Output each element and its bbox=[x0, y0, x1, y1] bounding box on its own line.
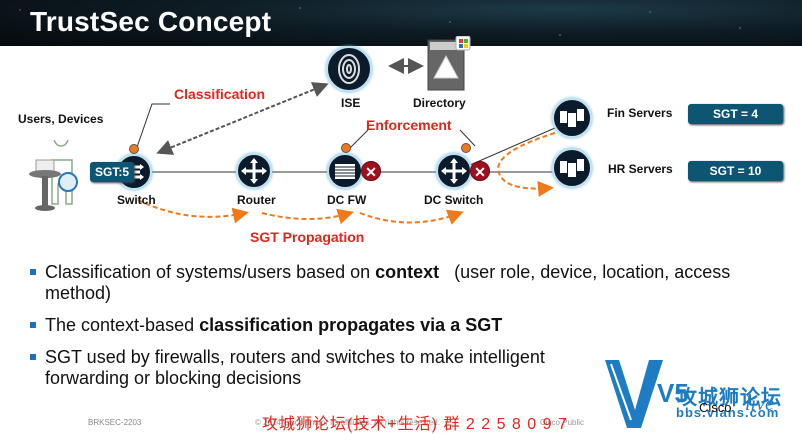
bullet-item: The context-based classification propaga… bbox=[30, 315, 770, 336]
enforcement-label: Enforcement bbox=[366, 117, 452, 133]
server-rack-icon bbox=[560, 159, 584, 177]
dc-fw-label: DC FW bbox=[327, 193, 367, 207]
switch-sgt-badge: SGT:5 bbox=[90, 162, 134, 182]
classification-point bbox=[129, 144, 139, 154]
hr-sgt-badge: SGT = 10 bbox=[688, 161, 783, 181]
bullet-emphasis: classification propagates via a SGT bbox=[199, 315, 503, 335]
slide-title: TrustSec Concept bbox=[30, 6, 272, 37]
copyright: © 2014 Cisco and/or its affiliates. All … bbox=[255, 418, 440, 427]
sgt-propagation-label: SGT Propagation bbox=[250, 229, 365, 245]
bullet-item: Classification of systems/users based on… bbox=[30, 262, 770, 304]
directory-server-icon[interactable] bbox=[426, 36, 472, 92]
users-devices-label: Users, Devices bbox=[18, 112, 104, 126]
classification-label: Classification bbox=[174, 86, 266, 102]
fin-servers-node[interactable] bbox=[552, 98, 592, 138]
logo-live-text: live bbox=[745, 393, 774, 415]
fin-servers-label: Fin Servers bbox=[607, 106, 673, 120]
user-laptop-icon bbox=[29, 140, 78, 211]
bullet-text: Classification of systems/users based on bbox=[45, 262, 376, 282]
svg-text:V5: V5 bbox=[657, 378, 689, 408]
enforcement-point-fw bbox=[341, 143, 351, 153]
switch-node[interactable] bbox=[116, 154, 152, 190]
dc-switch-label: DC Switch bbox=[424, 193, 484, 207]
classification-footer: Cisco Public bbox=[540, 418, 585, 427]
hr-servers-node[interactable] bbox=[552, 148, 592, 188]
ise-label: ISE bbox=[341, 96, 361, 110]
v5-logo-icon: V5 bbox=[605, 360, 689, 428]
bullet-list: Classification of systems/users based on… bbox=[30, 262, 770, 400]
directory-label: Directory bbox=[413, 96, 466, 110]
bullet-item: SGT used by firewalls, routers and switc… bbox=[30, 347, 630, 389]
hr-servers-label: HR Servers bbox=[608, 162, 673, 176]
logo-cn-text: 攻城狮论坛 bbox=[677, 387, 782, 409]
router-node[interactable] bbox=[236, 153, 272, 189]
router-arrows-icon bbox=[441, 158, 467, 184]
watermark-text: 攻城狮论坛(技术+生活) 群 2 2 5 8 0 9 7 bbox=[262, 416, 568, 433]
logo-url-text: bbs.vlans.com bbox=[676, 405, 780, 420]
dc-fw-node[interactable] bbox=[327, 153, 363, 189]
x-block-icon: ✕ bbox=[361, 161, 381, 181]
bullet-text: The context-based bbox=[45, 315, 200, 335]
router-arrows-icon bbox=[241, 158, 267, 184]
bullet-text: (user role, device, location, access met… bbox=[45, 262, 736, 303]
session-code: BRKSEC-2203 bbox=[88, 418, 142, 427]
bullet-emphasis: context bbox=[375, 262, 440, 282]
fin-sgt-badge: SGT = 4 bbox=[688, 104, 783, 124]
server-rack-icon bbox=[560, 109, 584, 127]
enforcement-point-switch bbox=[461, 143, 471, 153]
ise-node[interactable] bbox=[326, 46, 372, 92]
x-block-icon: ✕ bbox=[470, 161, 490, 181]
dc-switch-node[interactable] bbox=[436, 153, 472, 189]
title-bar bbox=[0, 0, 802, 46]
bullet-text: SGT used by firewalls, routers and switc… bbox=[45, 347, 545, 388]
logo-cisco-text: Cisco bbox=[699, 400, 732, 415]
firewall-icon bbox=[335, 164, 355, 179]
switch-label: Switch bbox=[117, 193, 156, 207]
router-label: Router bbox=[237, 193, 276, 207]
fingerprint-icon bbox=[338, 54, 360, 84]
